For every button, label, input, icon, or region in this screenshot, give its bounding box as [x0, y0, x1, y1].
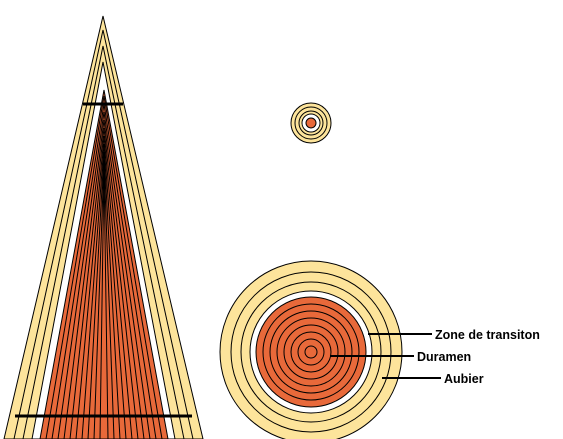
leader-lines	[330, 333, 441, 379]
cone-heartwood	[39, 89, 169, 439]
heartwood-growth-rings	[262, 303, 360, 401]
large-cross-section	[219, 260, 403, 439]
label-sapwood: Aubier	[444, 372, 484, 386]
cone-heartwood-rings	[45, 95, 163, 439]
label-heartwood: Duramen	[417, 350, 471, 364]
small-cross-section	[290, 102, 332, 144]
label-transition-zone: Zone de transiton	[435, 328, 540, 342]
trunk-longitudinal-section	[3, 15, 204, 439]
heartwood-disc	[255, 296, 367, 408]
